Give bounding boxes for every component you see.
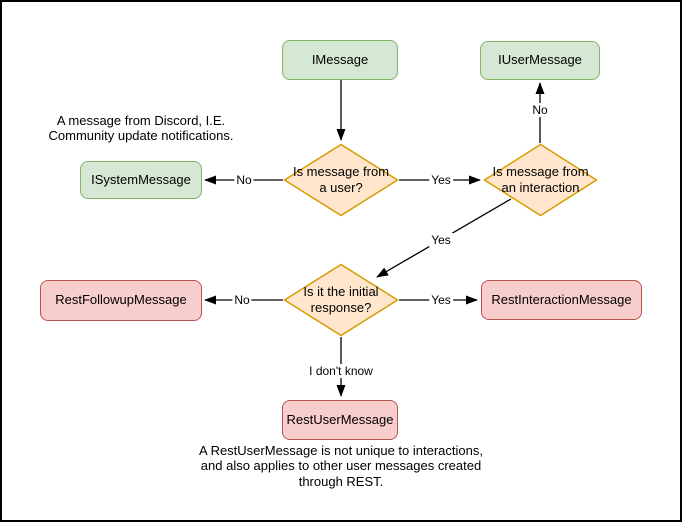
diamond-icon	[283, 263, 399, 337]
edge-label-yes-initialresponse: Yes	[429, 233, 453, 247]
node-restfollowupmessage-label: RestFollowupMessage	[55, 292, 187, 308]
edge-label-no-isystemmessage: No	[234, 173, 254, 187]
node-iusermessage-label: IUserMessage	[498, 52, 582, 68]
edge-label-i-dont-know: I don't know	[307, 364, 375, 378]
edge-label-no-iusermessage: No	[530, 103, 550, 117]
node-restusermessage: RestUserMessage	[282, 400, 398, 440]
node-imessage: IMessage	[282, 40, 398, 80]
diamond-icon	[283, 143, 399, 217]
node-restfollowupmessage: RestFollowupMessage	[40, 280, 202, 321]
node-iusermessage: IUserMessage	[480, 41, 600, 80]
decision-is-initial-response-label: Is it the initial response?	[303, 283, 379, 315]
edge-label-yes-interaction: Yes	[429, 173, 453, 187]
edge-label-yes-restinteraction: Yes	[429, 293, 453, 307]
decision-is-message-from-user-label: Is message from a user?	[292, 163, 390, 195]
node-restinteractionmessage-label: RestInteractionMessage	[491, 291, 632, 307]
decision-is-message-from-interaction: Is message from an interaction	[483, 143, 598, 217]
node-imessage-label: IMessage	[311, 51, 369, 67]
node-restinteractionmessage: RestInteractionMessage	[481, 280, 642, 320]
decision-is-initial-response: Is it the initial response?	[283, 263, 399, 337]
edge-label-no-restfollowup: No	[232, 293, 252, 307]
node-isystemmessage-label: ISystemMessage	[91, 171, 191, 187]
node-restusermessage-label: RestUserMessage	[286, 411, 394, 427]
diamond-icon	[483, 143, 598, 217]
note-restusermessage: A RestUserMessage is not unique to inter…	[199, 443, 483, 489]
node-isystemmessage: ISystemMessage	[80, 161, 202, 199]
decision-is-message-from-interaction-label: Is message from an interaction	[492, 163, 589, 195]
decision-is-message-from-user: Is message from a user?	[283, 143, 399, 217]
note-isystemmessage: A message from Discord, I.E. Community u…	[48, 113, 234, 144]
